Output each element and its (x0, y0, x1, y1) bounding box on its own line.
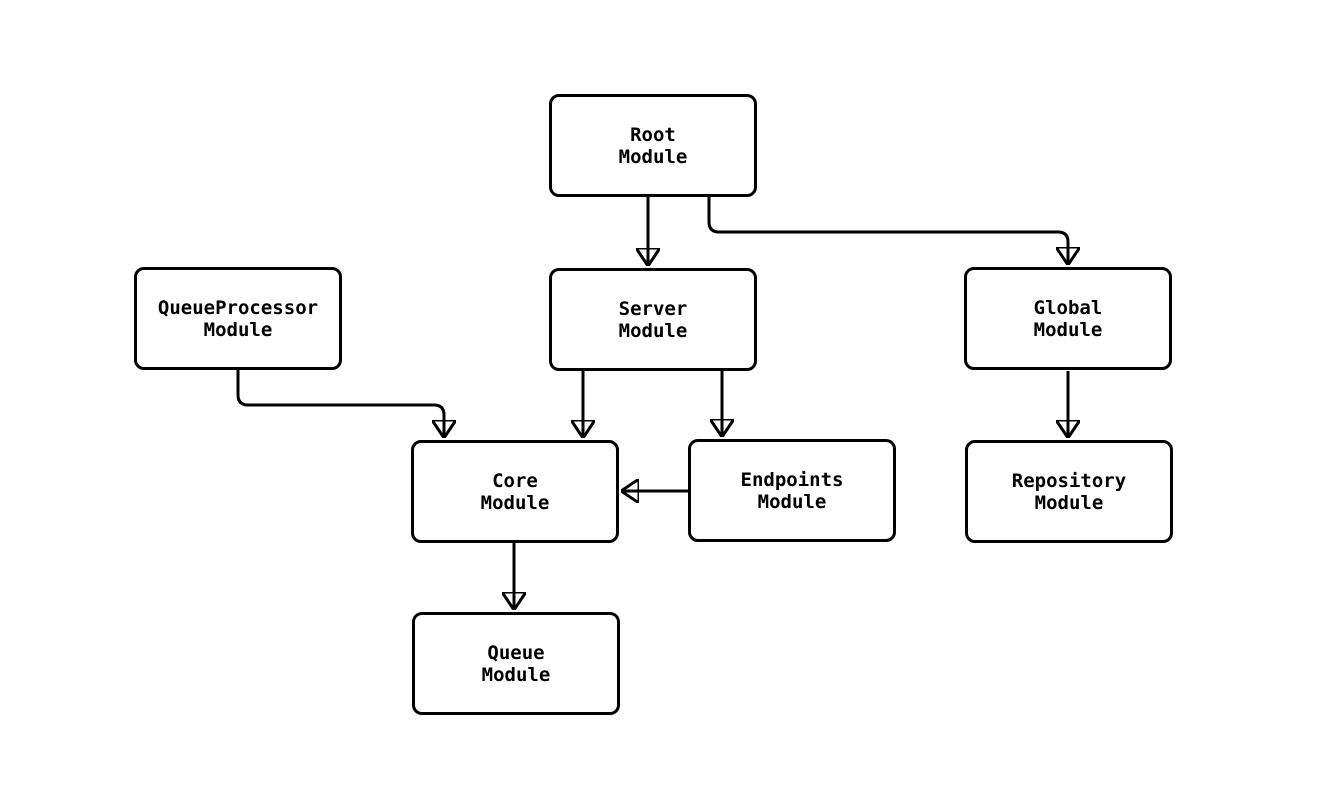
node-repository-module: Repository Module (965, 440, 1173, 543)
node-label-line1: Root (630, 123, 676, 146)
node-label-line2: Module (757, 490, 827, 513)
node-label-line2: Module (618, 145, 688, 168)
node-label-line2: Module (1034, 491, 1104, 514)
node-label-line2: Module (1033, 318, 1103, 341)
node-root-module: Root Module (549, 94, 757, 197)
node-label-line1: Global (1033, 296, 1103, 319)
node-label-line2: Module (618, 319, 688, 342)
node-queue-module: Queue Module (412, 612, 620, 715)
node-core-module: Core Module (411, 440, 619, 543)
edge-root-to-global (707, 197, 1068, 264)
node-label-line1: Endpoints (740, 468, 844, 491)
node-label-line1: Queue (487, 641, 545, 664)
edge-queueprocessor-to-core (236, 368, 444, 437)
node-endpoints-module: Endpoints Module (688, 439, 896, 542)
node-label-line2: Module (203, 318, 273, 341)
node-label-line1: Server (618, 297, 688, 320)
node-label-line1: QueueProcessor (157, 296, 319, 319)
node-label-line1: Core (492, 469, 538, 492)
node-global-module: Global Module (964, 267, 1172, 370)
node-queueprocessor-module: QueueProcessor Module (134, 267, 342, 370)
node-label-line2: Module (481, 663, 551, 686)
node-server-module: Server Module (549, 268, 757, 371)
node-label-line2: Module (480, 491, 550, 514)
node-label-line1: Repository (1011, 469, 1127, 492)
